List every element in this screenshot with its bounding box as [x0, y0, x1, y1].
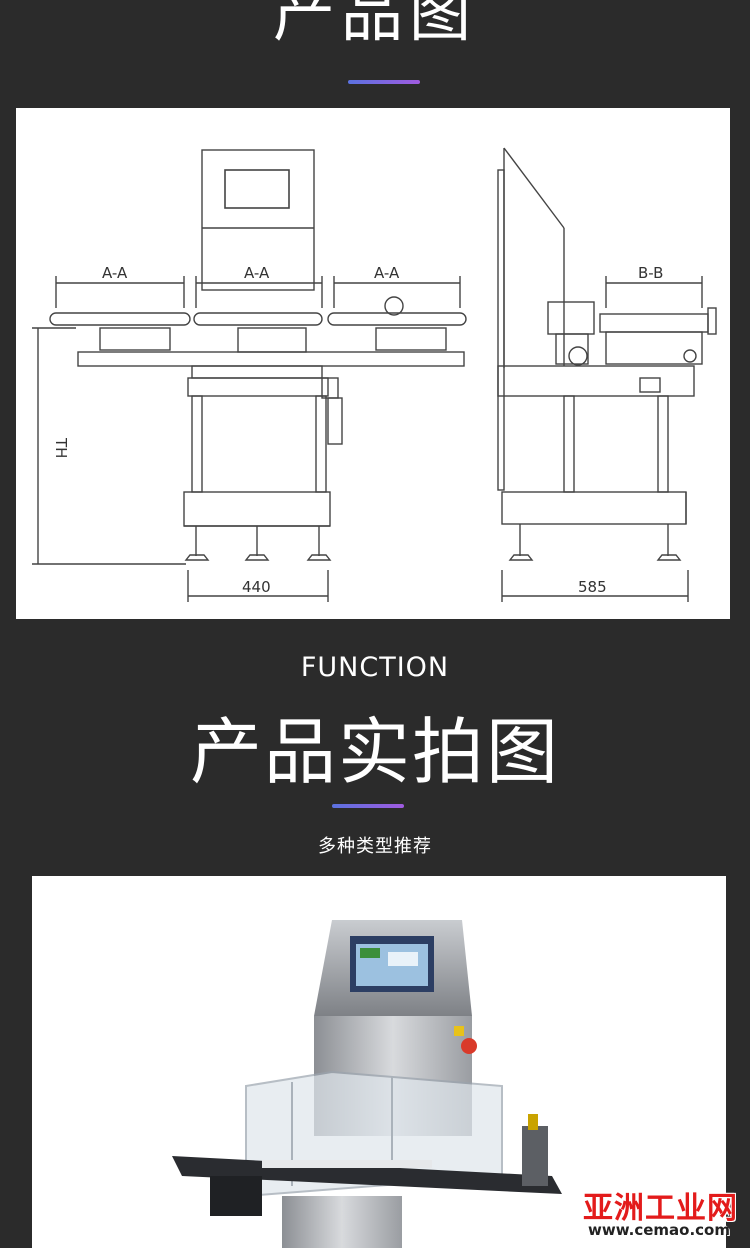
- section-kicker: FUNCTION: [300, 652, 450, 683]
- dim-label-width-585: 585: [578, 578, 607, 596]
- dim-label-width-440: 440: [242, 578, 271, 596]
- technical-drawing: A-A A-A A-A B-B TH 440 585: [32, 147, 717, 602]
- dim-label-aa-2: A-A: [244, 264, 270, 282]
- technical-drawing-panel: A-A A-A A-A B-B TH 440 585: [16, 108, 730, 619]
- product-photo-panel: [32, 876, 726, 1248]
- watermark-brand: 亚洲工业网: [583, 1191, 738, 1226]
- page-title: 产品图: [272, 0, 477, 50]
- section-subtitle: 多种类型推荐: [318, 836, 432, 857]
- product-photo: [172, 920, 562, 1248]
- dim-label-aa-1: A-A: [102, 264, 128, 282]
- watermark-site: www.cemao.com: [588, 1221, 730, 1239]
- dim-label-bb: B-B: [638, 264, 663, 282]
- dim-label-aa-3: A-A: [374, 264, 400, 282]
- title-accent-bar: [348, 80, 420, 84]
- dim-label-th: TH: [52, 437, 70, 458]
- section-title: 产品实拍图: [189, 710, 560, 794]
- section-accent-bar: [332, 804, 404, 808]
